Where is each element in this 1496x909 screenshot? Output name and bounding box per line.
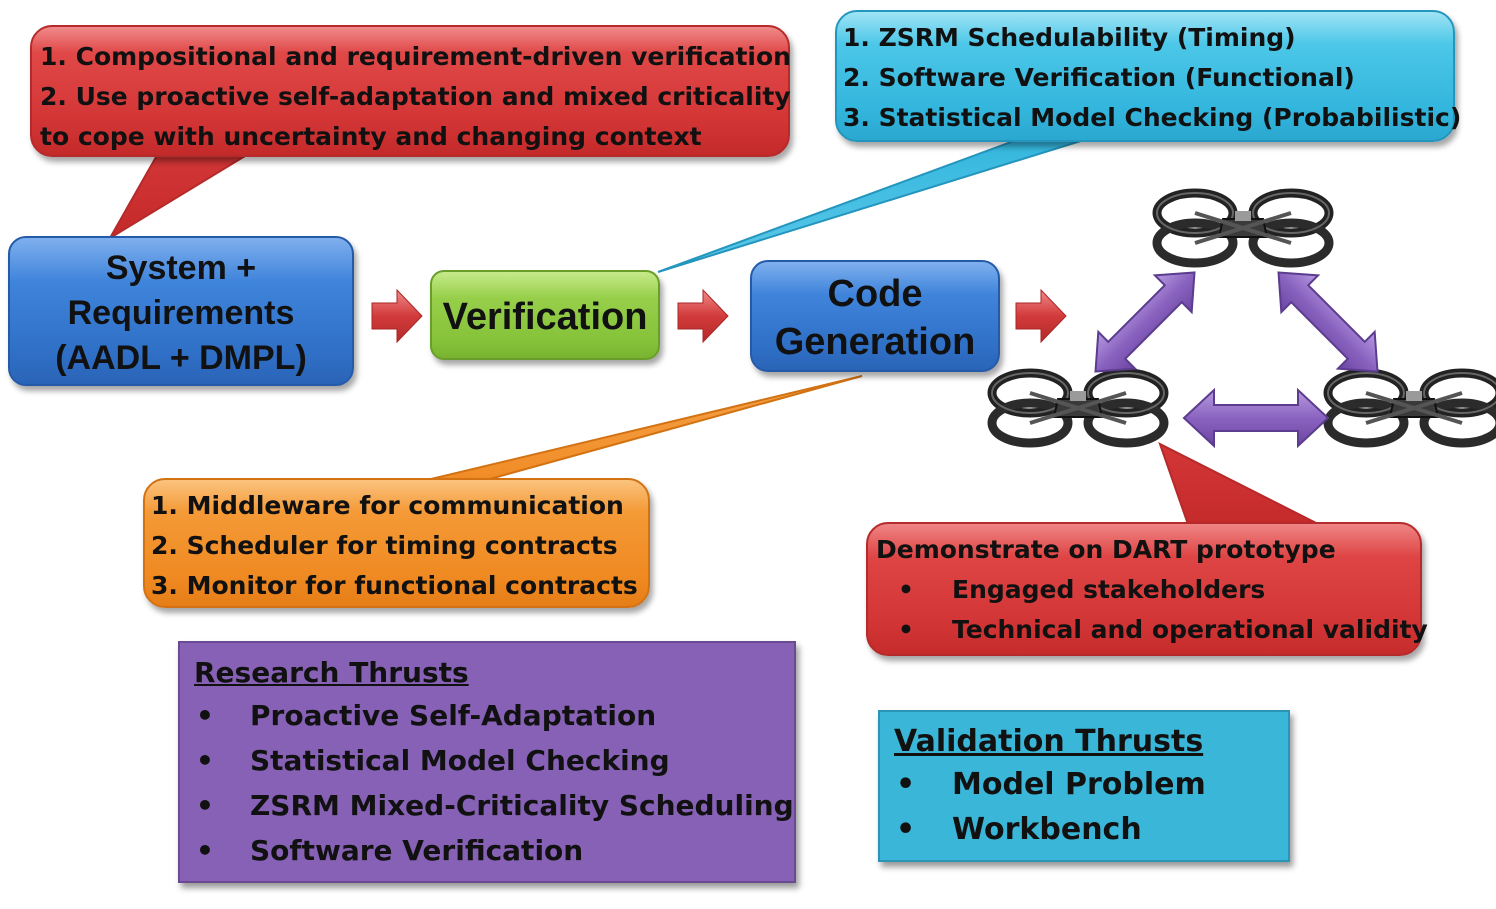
bullet-icon: •	[196, 744, 214, 777]
callout-line: 1. Compositional and requirement-driven …	[40, 42, 791, 71]
validation-thrust-item: • Model Problem	[894, 762, 1288, 807]
flow-arrow-icon	[677, 288, 729, 344]
research-thrust-item: • Statistical Model Checking	[194, 738, 794, 783]
research-thrust-text: Software Verification	[250, 834, 584, 867]
demo-bullet-text: Engaged stakeholders	[952, 575, 1266, 604]
validation-thrust-item: • Workbench	[894, 807, 1288, 852]
research-thrust-text: Statistical Model Checking	[250, 744, 670, 777]
verification-box: Verification	[430, 270, 660, 360]
code-generation-callout: 1. Middleware for communication 2. Sched…	[143, 478, 650, 608]
validation-thrust-text: Model Problem	[952, 767, 1206, 802]
research-thrusts-title: Research Thrusts	[194, 656, 469, 689]
requirements-callout: 1. Compositional and requirement-driven …	[30, 25, 791, 157]
bullet-icon: •	[196, 834, 214, 867]
validation-thrusts-panel: Validation Thrusts • Model Problem • Wor…	[878, 710, 1290, 862]
research-thrust-text: ZSRM Mixed-Criticality Scheduling	[250, 789, 794, 822]
research-thrust-item: • Proactive Self-Adaptation	[194, 693, 794, 738]
bullet-icon: •	[196, 699, 214, 732]
quadcopter-drone-icon	[1328, 373, 1496, 443]
system-requirements-box: System + Requirements (AADL + DMPL)	[8, 236, 354, 386]
callout-line: to cope with uncertainty and changing co…	[40, 122, 702, 151]
research-thrusts-panel: Research Thrusts • Proactive Self-Adapta…	[178, 641, 796, 883]
callout-line: 2. Use proactive self-adaptation and mix…	[40, 82, 791, 111]
validation-thrusts-title: Validation Thrusts	[894, 724, 1204, 759]
research-thrust-item: • ZSRM Mixed-Criticality Scheduling	[194, 783, 794, 828]
code-generation-box: Code Generation	[750, 260, 1000, 372]
callout-line: 3. Monitor for functional contracts	[151, 571, 638, 600]
verification-label: Verification	[442, 296, 648, 338]
double-arrow-icon	[1094, 271, 1196, 373]
callout-line: 3. Statistical Model Checking (Probabili…	[843, 103, 1462, 132]
bullet-icon: •	[196, 789, 214, 822]
box-line: (AADL + DMPL)	[55, 339, 307, 377]
callout-line: 1. ZSRM Schedulability (Timing)	[843, 23, 1296, 52]
box-line: Generation	[774, 321, 976, 363]
bullet-icon: •	[898, 575, 914, 604]
bullet-icon: •	[896, 767, 916, 802]
quadcopter-drone-icon	[1157, 193, 1329, 263]
demo-title: Demonstrate on DART prototype	[876, 535, 1336, 564]
research-thrust-text: Proactive Self-Adaptation	[250, 699, 657, 732]
box-line: System +	[105, 249, 257, 287]
double-arrow-icon	[1277, 271, 1379, 373]
validation-thrust-text: Workbench	[952, 812, 1142, 847]
research-thrust-item: • Software Verification	[194, 828, 794, 873]
demonstration-callout: Demonstrate on DART prototype • Engaged …	[866, 522, 1428, 656]
box-line: Code	[827, 273, 923, 315]
callout-line: 2. Scheduler for timing contracts	[151, 531, 618, 560]
bullet-icon: •	[898, 615, 914, 644]
callout-line: 2. Software Verification (Functional)	[843, 63, 1355, 92]
double-arrow-icon	[1182, 387, 1330, 449]
flow-arrow-icon	[371, 288, 423, 344]
flow-arrow-icon	[1015, 288, 1067, 344]
verification-callout: 1. ZSRM Schedulability (Timing) 2. Softw…	[835, 10, 1462, 142]
callout-line: 1. Middleware for communication	[151, 491, 624, 520]
quadcopter-drone-icon	[992, 373, 1164, 443]
demo-bullet-item: • Technical and operational validity	[876, 610, 1428, 650]
demo-bullet-item: • Engaged stakeholders	[876, 570, 1420, 610]
bullet-icon: •	[896, 812, 916, 847]
box-line: Requirements	[67, 294, 295, 332]
demo-bullet-text: Technical and operational validity	[952, 615, 1428, 644]
